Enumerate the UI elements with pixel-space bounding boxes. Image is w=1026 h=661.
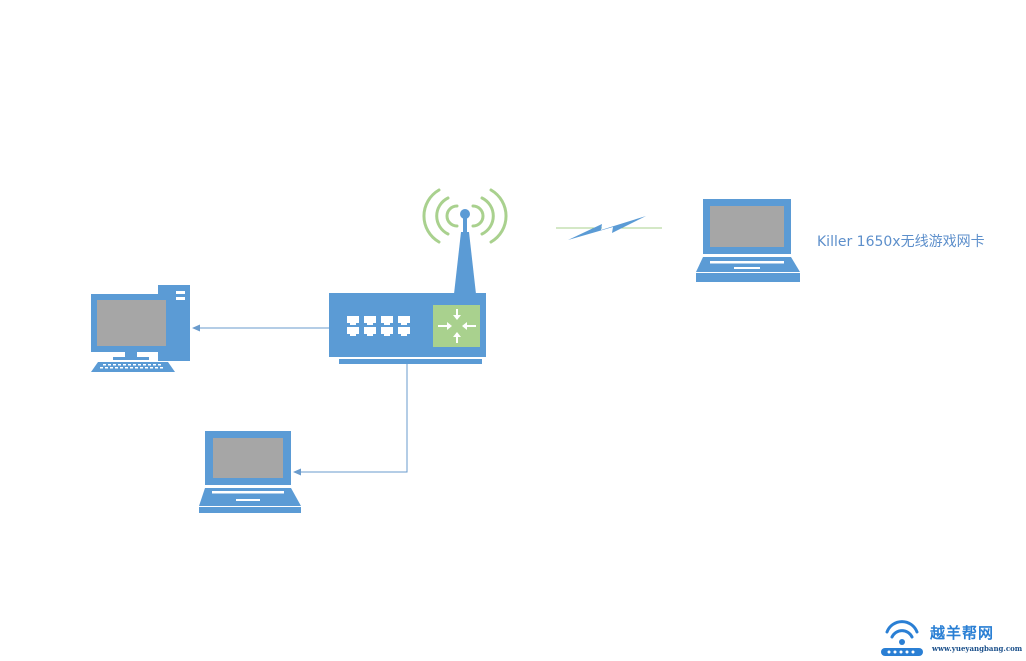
router-icon — [329, 188, 508, 364]
wireless-link — [556, 216, 662, 240]
router-base — [339, 359, 482, 364]
router-antenna — [454, 209, 476, 294]
watermark-site-name: 越羊帮网 — [930, 624, 995, 642]
router-switch-panel — [433, 305, 480, 347]
wireless-client-label: Killer 1650x无线游戏网卡 — [817, 234, 985, 250]
wired-link-laptop — [293, 364, 408, 476]
wireless-signal-icon — [422, 188, 508, 244]
wireless-laptop-icon — [696, 199, 800, 282]
desktop-computer-icon — [91, 285, 190, 372]
watermark-url: www.yueyangbang.com — [932, 644, 1023, 653]
laptop-icon — [199, 431, 301, 513]
lightning-bolt-icon — [568, 216, 646, 240]
router-ports — [347, 316, 410, 336]
site-watermark: 越羊帮网 www.yueyangbang.com — [878, 618, 1022, 658]
wired-link-desktop — [192, 324, 329, 332]
site-logo — [881, 620, 923, 656]
